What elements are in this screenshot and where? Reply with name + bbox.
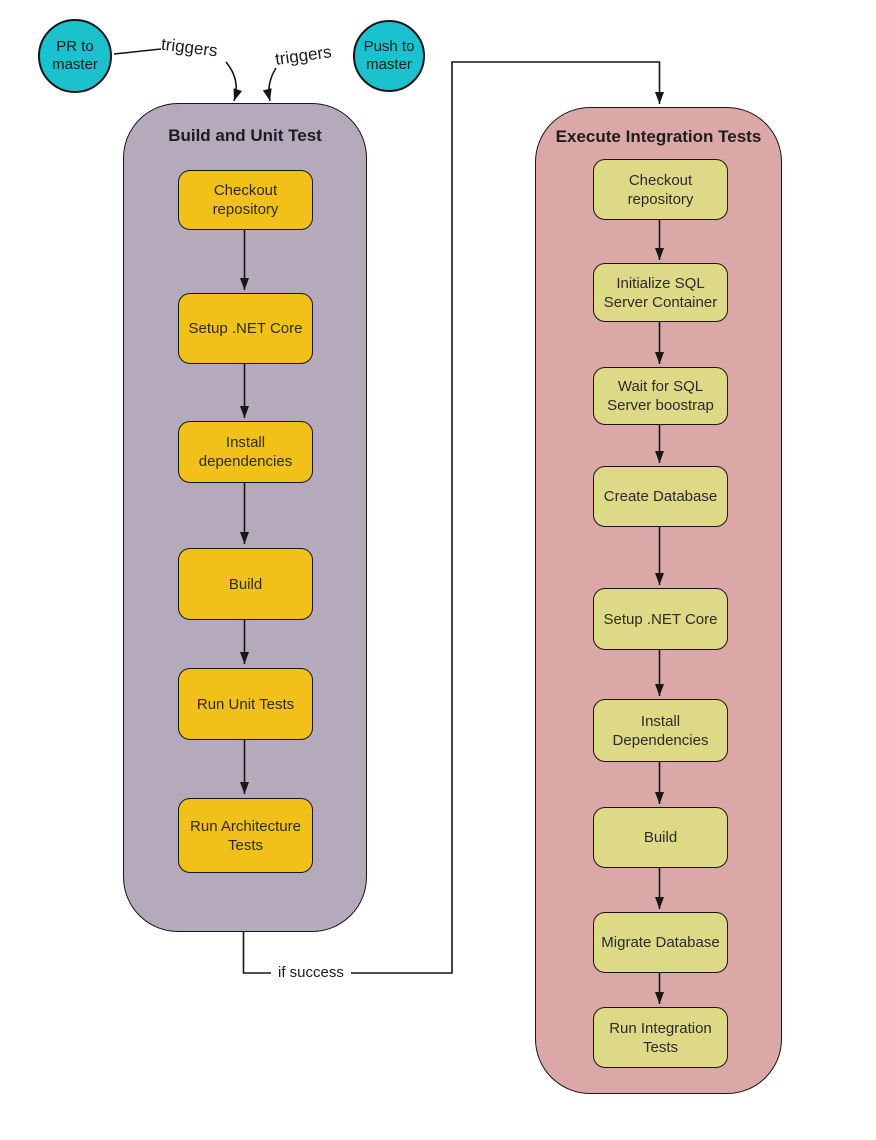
it-step-run-integration-tests: Run Integration Tests [593, 1007, 728, 1068]
it-step-setup-dotnet-core: Setup .NET Core [593, 588, 728, 650]
triggers-label-right: triggers [273, 42, 333, 69]
trigger-pr-node: PR to master [38, 19, 112, 93]
it-step-wait-for-sql-server-bootstrap: Wait for SQL Server boostrap [593, 367, 728, 425]
triggers-label-left: triggers [160, 34, 219, 61]
build-step-setup-dotnet-core: Setup .NET Core [178, 293, 313, 364]
if-success-label: if success [271, 962, 351, 983]
integration-tests-title: Execute Integration Tests [555, 127, 762, 146]
edge-trigger-push-arrow [262, 67, 277, 102]
it-step-initialize-sql-server-container: Initialize SQL Server Container [593, 263, 728, 322]
build-unit-test-group: Build and Unit Test Checkout repository … [123, 103, 367, 932]
it-step-build: Build [593, 807, 728, 868]
edge-trigger-pr-arrow [225, 61, 243, 102]
edge-pr-to-triggers [113, 48, 162, 55]
build-unit-test-title: Build and Unit Test [168, 126, 322, 145]
it-step-install-dependencies: Install Dependencies [593, 699, 728, 762]
build-step-build: Build [178, 548, 313, 620]
build-step-install-dependencies: Install dependencies [178, 421, 313, 483]
build-step-run-architecture-tests: Run Architecture Tests [178, 798, 313, 873]
trigger-push-node: Push to master [353, 20, 425, 92]
build-step-run-unit-tests: Run Unit Tests [178, 668, 313, 740]
build-step-checkout-repository: Checkout repository [178, 170, 313, 230]
it-step-migrate-database: Migrate Database [593, 912, 728, 973]
it-step-create-database: Create Database [593, 466, 728, 527]
it-step-checkout-repository: Checkout repository [593, 159, 728, 220]
integration-tests-group: Execute Integration Tests Checkout repos… [535, 107, 782, 1094]
